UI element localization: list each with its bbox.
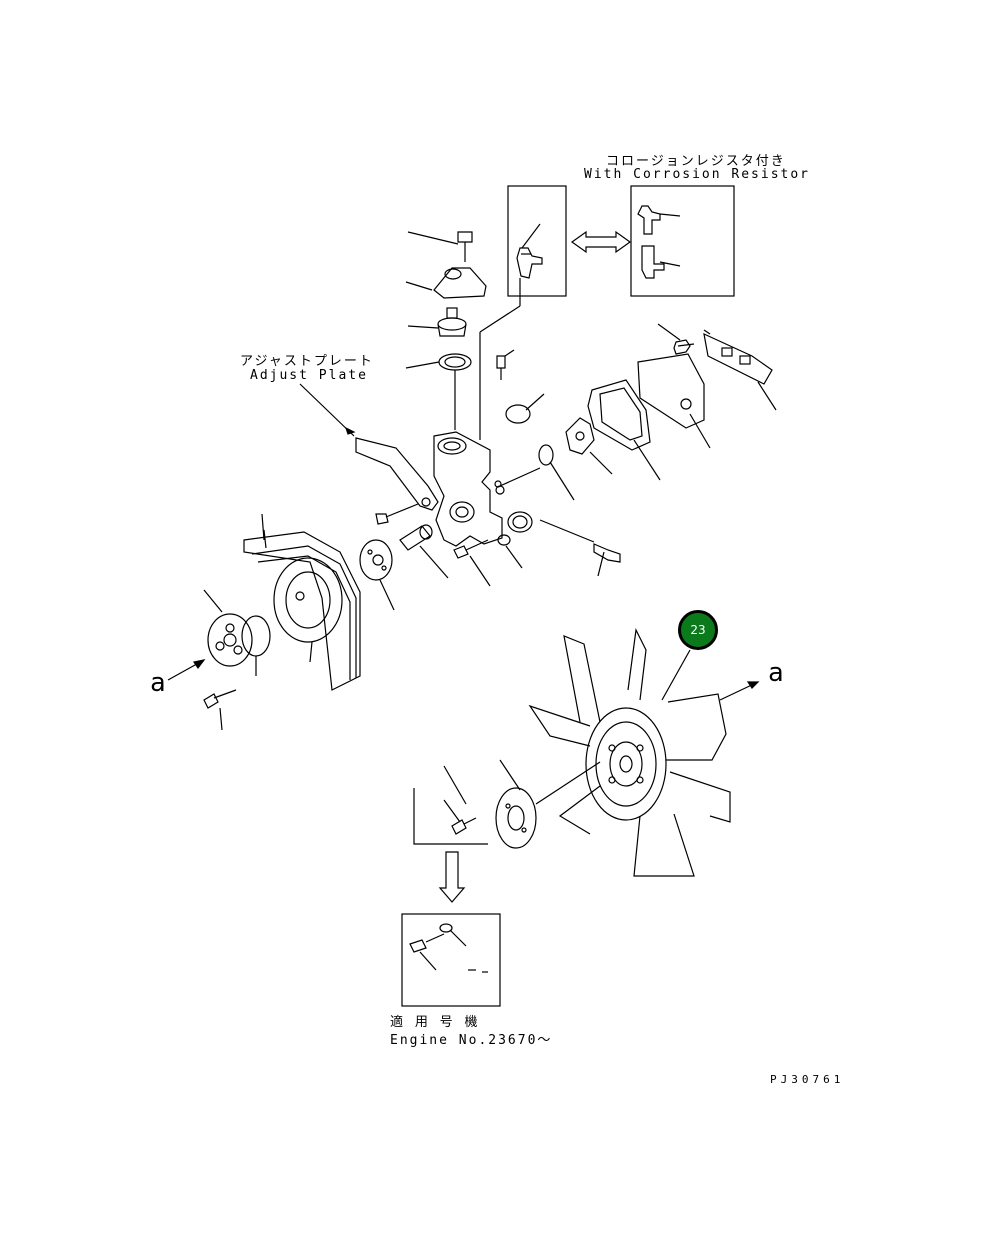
applicable-engine-box bbox=[401, 913, 501, 1007]
view-marker-left: a bbox=[150, 668, 166, 698]
corrosion-resistor-label-en: With Corrosion Resistor bbox=[584, 167, 811, 182]
impeller-and-gaskets bbox=[538, 323, 777, 501]
pump-fasteners bbox=[375, 503, 621, 587]
cooling-fan bbox=[528, 627, 760, 877]
applicable-label-jp: 適 用 号 機 bbox=[390, 1015, 480, 1030]
water-pump-body bbox=[433, 431, 541, 547]
applicable-label-en: Engine No.23670～ bbox=[390, 1033, 553, 1048]
fan-spacer bbox=[413, 759, 601, 903]
adjust-plate-label-en: Adjust Plate bbox=[250, 368, 368, 383]
adjust-plate bbox=[299, 383, 439, 511]
view-marker-right: a bbox=[768, 658, 784, 688]
adjust-plate-label-jp: アジャストプレート bbox=[240, 354, 374, 369]
thermostat-stack bbox=[405, 231, 545, 430]
part-callout-badge[interactable]: 23 bbox=[678, 610, 718, 650]
drawing-code: PJ30761 bbox=[770, 1073, 845, 1086]
belt-and-pulleys bbox=[167, 513, 395, 731]
corrosion-resistor-detail bbox=[479, 185, 735, 440]
corrosion-resistor-label-jp: コロージョンレジスタ付き bbox=[606, 154, 786, 169]
